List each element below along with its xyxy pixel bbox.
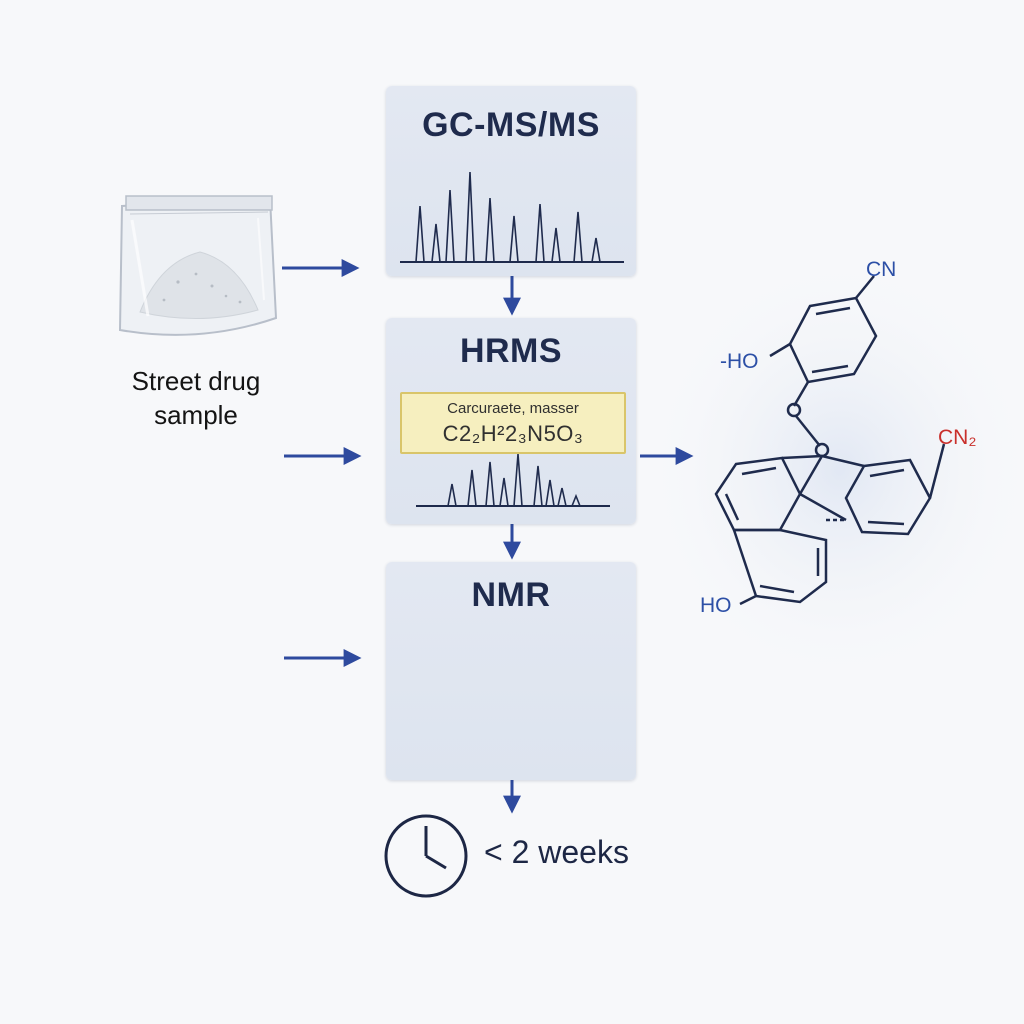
sample-label: Street drug sample (96, 364, 296, 432)
clock-icon (384, 814, 468, 898)
gcms-title: GC-MS/MS (422, 106, 600, 144)
hrms-step-panel: HRMS Carcuraete, masser C2₂H²2₃N5O₃ (386, 318, 636, 524)
hrms-title: HRMS (459, 332, 563, 370)
sample-bag-icon (118, 195, 278, 336)
cn-top-label: CN (866, 258, 897, 281)
formula-callout: Carcuraete, masser C2₂H²2₃N5O₃ (400, 392, 626, 454)
turnaround-time-label: < 2 weeks (484, 834, 629, 870)
molecular-formula: C2₂H²2₃N5O₃ (442, 421, 584, 446)
sample-label-line2: sample (154, 400, 238, 430)
formula-caption: Carcuraete, masser (447, 400, 579, 417)
nmr-step-panel: NMR (386, 562, 636, 780)
nmr-title: NMR (471, 576, 551, 614)
ho-bottom-label: HO (700, 594, 732, 617)
ho-left-label: -HO (720, 350, 759, 373)
identified-structure-drawing (714, 275, 946, 606)
gcms-step-panel: GC-MS/MS (386, 86, 636, 276)
cn2-label: CN₂ (938, 426, 977, 449)
sample-label-line1: Street drug (131, 366, 261, 396)
